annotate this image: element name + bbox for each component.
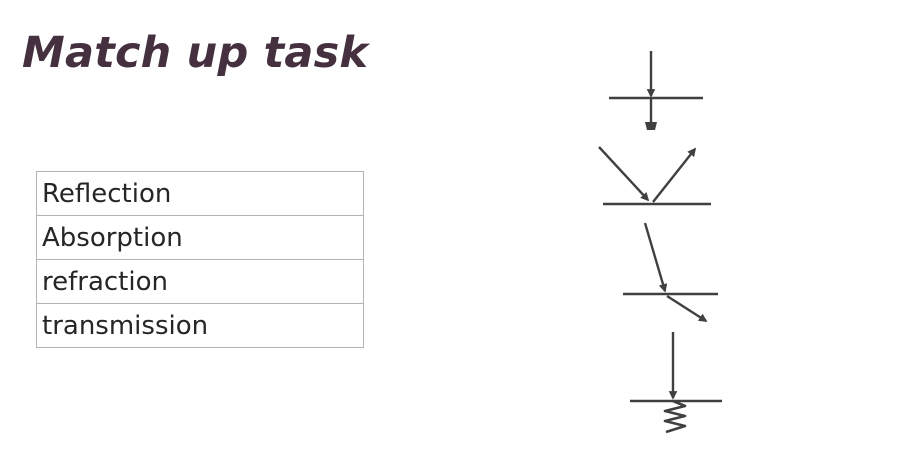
term-cell: Reflection — [36, 171, 364, 216]
table-row: Reflection — [36, 171, 364, 216]
term-cell: transmission — [36, 303, 364, 348]
term-cell: refraction — [36, 259, 364, 304]
transmission-diagram-icon — [609, 51, 703, 130]
reflection-diagram-icon — [598, 146, 711, 206]
page-title: Match up task — [22, 28, 369, 78]
refraction-diagram-icon — [623, 222, 718, 323]
terms-table: Reflection Absorption refraction transmi… — [36, 171, 364, 348]
absorption-diagram-icon — [630, 332, 722, 434]
table-row: refraction — [36, 259, 364, 304]
table-row: transmission — [36, 303, 364, 348]
